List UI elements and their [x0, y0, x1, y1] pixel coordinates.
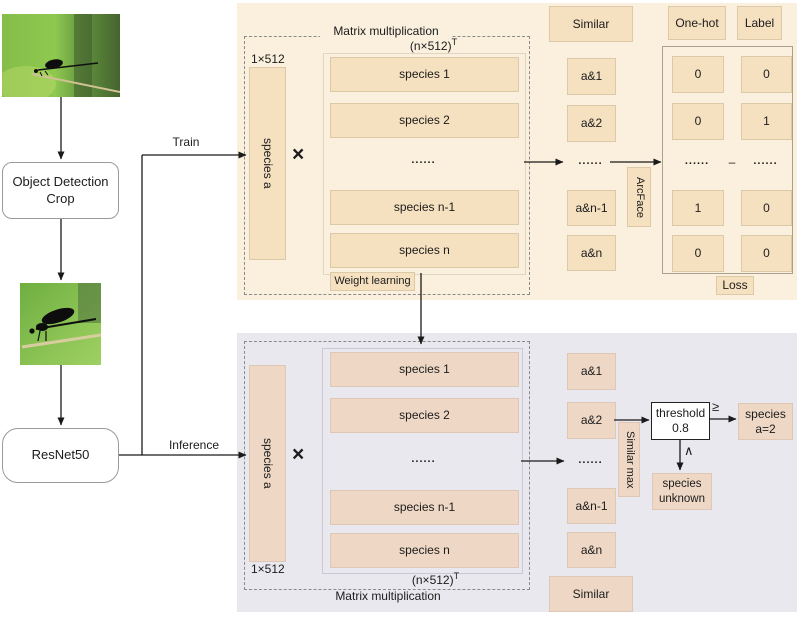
- inference-matrix-row-ellipsis: ......: [411, 453, 436, 466]
- train-matrix-row-ellipsis: ......: [411, 154, 436, 167]
- inference-matrix-row-species2: species 2: [330, 398, 519, 433]
- train-onehot-cell-4: 1: [672, 190, 724, 226]
- damselfly-photo-original-image: [2, 14, 120, 97]
- inference-edge-label: Inference: [168, 438, 220, 452]
- train-label-cell-2: 1: [741, 103, 792, 140]
- train-n512-label: (n×512)T: [409, 37, 458, 53]
- train-onehot-cell-5: 0: [672, 235, 724, 272]
- train-similar-an: a&n: [567, 235, 616, 271]
- train-similar-ellipsis: ......: [578, 155, 603, 168]
- train-label-cell-4: 0: [741, 190, 792, 226]
- object-detection-label-line1: Object Detection: [12, 174, 109, 190]
- inference-similar-an: a&n: [567, 532, 616, 568]
- inference-similar-an1: a&n-1: [567, 488, 616, 524]
- inference-matrix-mult-title: Matrix multiplication: [335, 589, 441, 603]
- inference-matrix-row-species1: species 1: [330, 352, 519, 387]
- inference-species-match-box: species a=2: [738, 403, 793, 440]
- train-arcface-box: ArcFace: [627, 167, 651, 227]
- train-loss-label: Loss: [716, 276, 754, 295]
- train-label-ellipsis: ......: [753, 155, 778, 168]
- train-matrix-row-species-n1: species n-1: [330, 190, 519, 225]
- train-onehot-label-grid: [662, 46, 793, 274]
- train-minus-symbol: –: [728, 154, 736, 169]
- object-detection-crop-box: Object Detection Crop: [2, 162, 119, 219]
- train-matrix-row-species1: species 1: [330, 57, 519, 92]
- train-similar-an1: a&n-1: [567, 190, 616, 226]
- train-edge-label: Train: [172, 135, 200, 149]
- train-onehot-header: One-hot: [668, 6, 726, 40]
- train-matrix-row-species2: species 2: [330, 103, 519, 138]
- train-similar-a2: a&2: [567, 105, 616, 142]
- damselfly-photo-crop-image: [20, 283, 101, 365]
- inference-similar-a1: a&1: [567, 353, 616, 390]
- train-matrix-row-species-n: species n: [330, 233, 519, 268]
- inference-n512-label: (n×512)T: [411, 571, 460, 587]
- inference-species-a-vector: species a: [249, 365, 286, 562]
- inference-similar-a2: a&2: [567, 402, 616, 439]
- train-label-cell-1: 0: [741, 56, 792, 93]
- train-multiply-symbol: ×: [292, 143, 305, 166]
- train-weight-learning-label: Weight learning: [330, 272, 415, 291]
- object-detection-label-line2: Crop: [46, 190, 75, 206]
- train-weight-matrix: [323, 53, 526, 275]
- inference-less-symbol: ∧: [684, 443, 694, 458]
- inference-matrix-mult-dashed-box: [244, 341, 530, 590]
- train-similar-a1: a&1: [567, 58, 616, 95]
- train-1x512-label: 1×512: [251, 52, 285, 66]
- damselfly-photo-crop: [20, 283, 101, 365]
- resnet50-label: ResNet50: [31, 447, 90, 463]
- train-label-cell-5: 0: [741, 235, 792, 272]
- inference-matrix-row-species-n: species n: [330, 533, 519, 568]
- inference-matrix-row-species-n1: species n-1: [330, 490, 519, 525]
- train-label-header: Label: [737, 6, 782, 40]
- train-similar-header: Similar: [549, 6, 633, 42]
- inference-similar-ellipsis: ......: [578, 454, 603, 467]
- inference-similar-max-box: Similar max: [618, 422, 640, 497]
- train-onehot-ellipsis: ......: [684, 155, 710, 168]
- inference-1x512-label: 1×512: [251, 562, 285, 576]
- train-species-a-vector: species a: [249, 67, 286, 260]
- inference-threshold-box: threshold 0.8: [651, 402, 710, 440]
- train-onehot-cell-2: 0: [672, 103, 724, 140]
- inference-species-unknown-box: species unknown: [652, 473, 712, 510]
- inference-gte-symbol: ≥: [712, 399, 720, 414]
- train-onehot-cell-1: 0: [672, 56, 724, 93]
- resnet50-box: ResNet50: [2, 428, 119, 483]
- damselfly-photo-original: [2, 14, 120, 97]
- train-matrix-mult-title: Matrix multiplication: [320, 24, 452, 38]
- inference-similar-footer: Similar: [549, 576, 633, 612]
- inference-multiply-symbol: ×: [292, 443, 305, 466]
